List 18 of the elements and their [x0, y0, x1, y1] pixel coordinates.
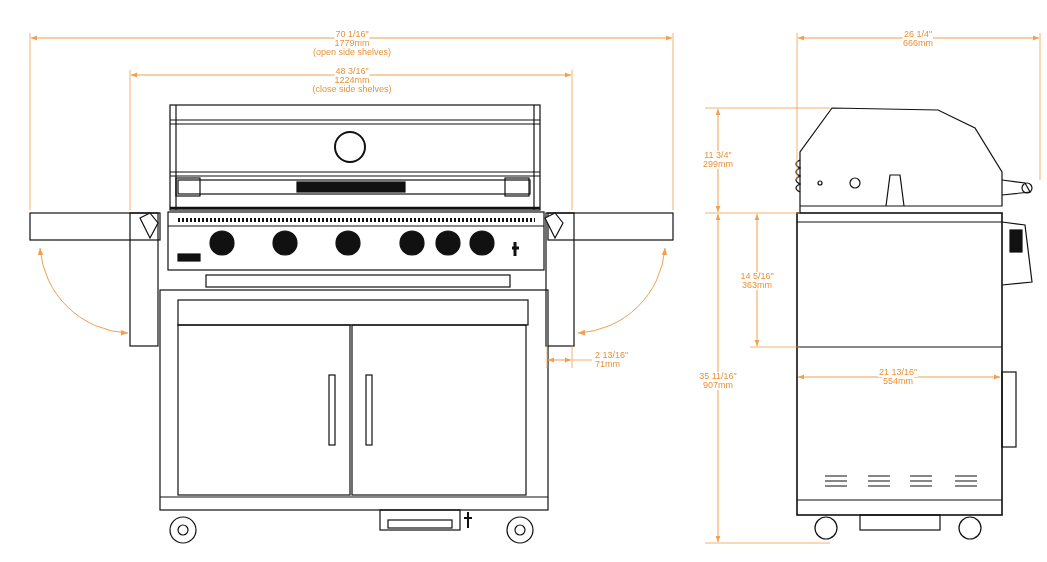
dimension-label: 2 13/16"	[594, 351, 630, 360]
dimension-label: 35 11/16"	[698, 372, 738, 381]
dimension-label: 907mm	[702, 381, 734, 390]
dimension-label: 1224mm	[333, 76, 371, 85]
dimension-label: 14 5/16"	[739, 272, 775, 281]
dimension-label: 71mm	[594, 360, 621, 369]
dimension-label: 363mm	[741, 281, 773, 290]
dimension-label: 299mm	[702, 160, 734, 169]
dimension-label: 554mm	[882, 377, 914, 386]
dimension-label: (close side shelves)	[311, 85, 393, 94]
dimension-label: 21 13/16"	[877, 368, 919, 377]
dimension-label: 11 3/4"	[703, 151, 733, 160]
dimension-label: 26 1/4"	[902, 30, 934, 39]
dimension-label: 1779mm	[333, 39, 371, 48]
dimension-label: 48 3/16"	[334, 67, 370, 76]
dimension-label: 666mm	[902, 39, 934, 48]
dimension-label: 70 1/16"	[334, 30, 370, 39]
dimension-label: (open side shelves)	[312, 48, 392, 57]
